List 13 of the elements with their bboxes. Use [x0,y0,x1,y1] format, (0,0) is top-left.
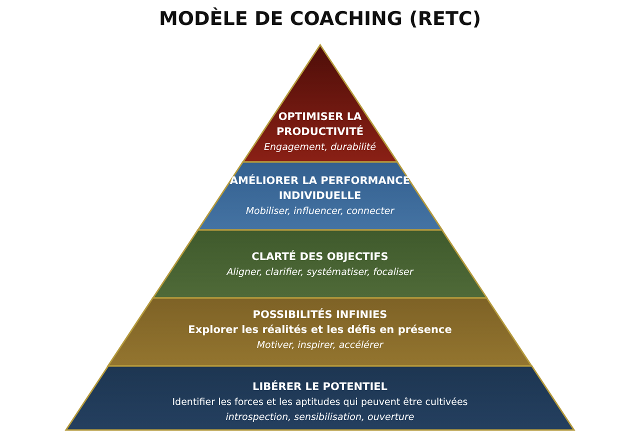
tier-heading: CLARTÉ DES OBJECTIFS [252,250,388,265]
tier-heading: AMÉLIORER LA PERFORMANCE INDIVIDUELLE [228,174,412,204]
tier-description: Explorer les réalités et les défis en présence [188,323,452,338]
tier-keywords: Engagement, durabilité [264,141,376,155]
tier-description: Identifier les forces et les aptitudes qui peuvent être cultivées [172,396,468,410]
tier-keywords: Motiver, inspirer, accélérer [256,339,384,353]
tier-keywords: Mobiliser, influencer, connecter [246,205,394,219]
tier-keywords: Aligner, clarifier, systématiser, focaliser [226,266,414,280]
tier-heading: POSSIBILITÉS INFINIES [252,308,388,323]
tier-heading: OPTIMISER LA PRODUCTIVITÉ [275,110,365,140]
diagram-title: MODÈLE DE COACHING (RETC) [158,8,482,30]
tier-keywords: introspection, sensibilisation, ouverture [226,411,414,425]
tier-heading: LIBÉRER LE POTENTIEL [252,380,388,395]
